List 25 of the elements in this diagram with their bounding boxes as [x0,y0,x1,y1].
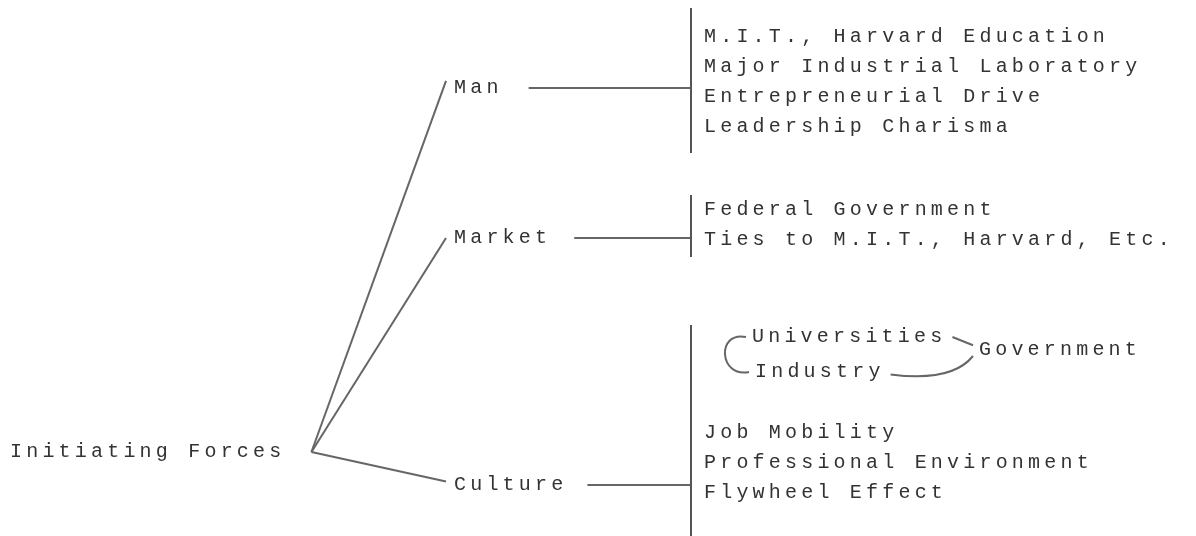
list-item: Job Mobility [704,420,900,446]
list-item: Flywheel Effect [704,480,949,506]
connector-line [310,237,447,453]
node-label: Market [446,226,575,250]
node-label: Culture [446,473,588,497]
connector-line [951,336,974,347]
node-label: Industry [749,360,891,384]
node-label: Man [446,76,529,100]
connector-line [573,237,691,239]
connector-line [310,79,447,453]
list-item: Federal Government [704,197,997,223]
connector-line [724,335,750,374]
list-item: Leadership Charisma [704,114,1013,140]
connector-line [586,484,691,486]
connector-line [310,451,447,483]
list-item: Entrepreneurial Drive [704,84,1046,110]
connector-line [527,87,691,89]
node-label: Government [973,338,1144,362]
node-label: Initiating Forces [10,440,312,464]
list-item: Ties to M.I.T., Harvard, Etc. [704,227,1174,253]
list-item: M.I.T., Harvard Education [704,24,1111,50]
node-label: Universities [746,325,953,349]
list-item: Professional Environment [704,450,1093,476]
list-item: Major Industrial Laboratory [704,54,1142,80]
connector-line [889,355,974,378]
